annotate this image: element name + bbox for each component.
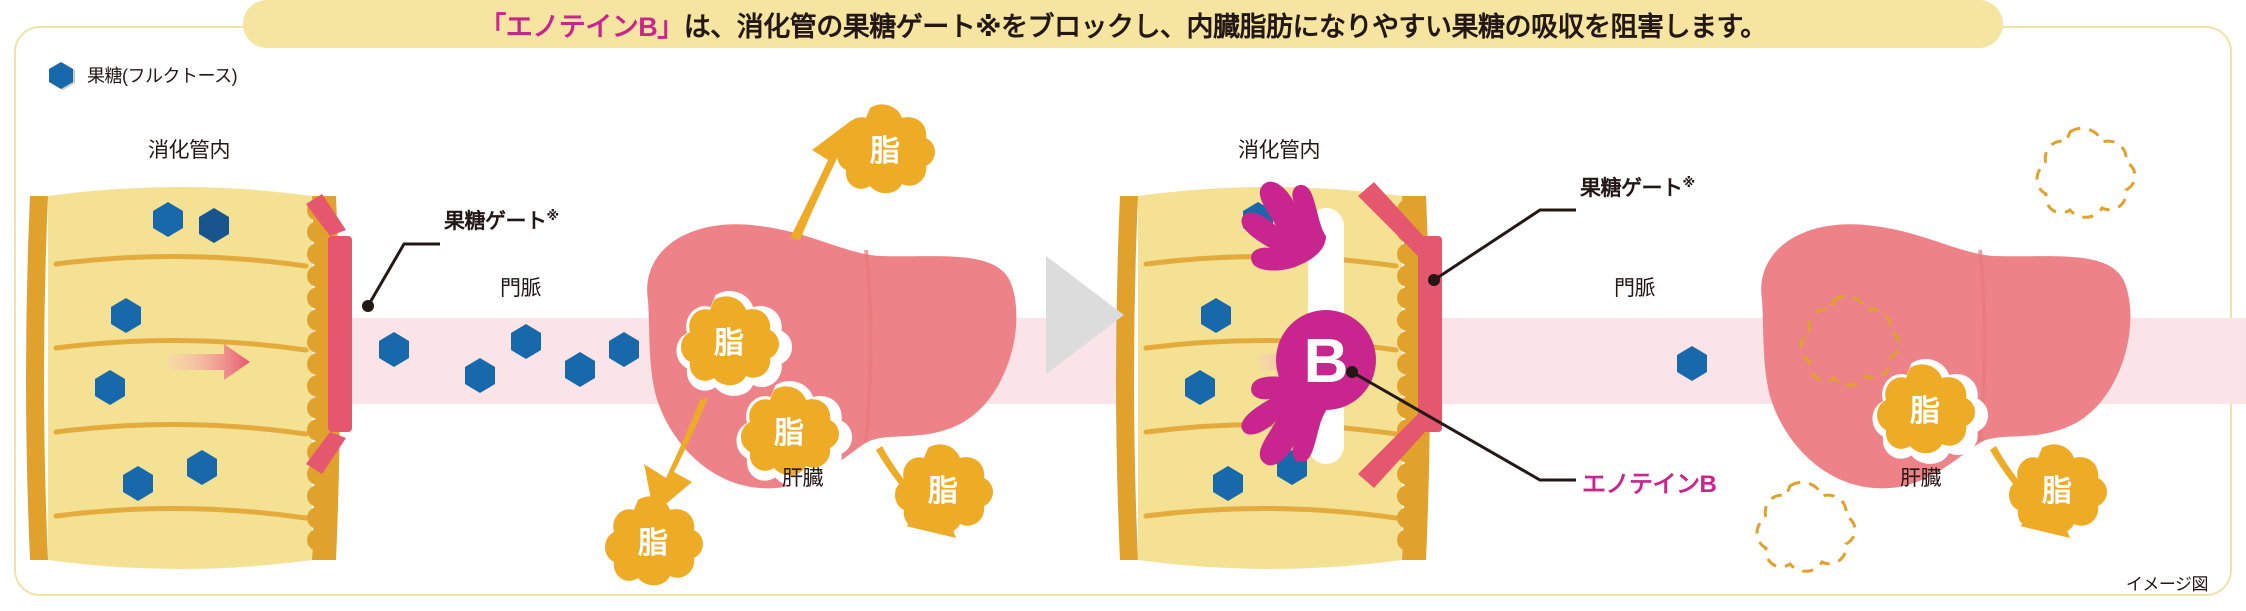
fat-blob: 脂 xyxy=(676,290,793,396)
panel-before: 脂 脂 脂 脂 脂 xyxy=(0,0,1120,611)
enotein-b-blocker: B xyxy=(1241,181,1376,466)
enotein-b-label: エノテインB xyxy=(1582,471,1717,498)
flow-arrow-left xyxy=(168,344,250,380)
fat-blob: 脂 xyxy=(1872,358,1989,464)
header-title-rest: は、消化管の果糖ゲート※をブロックし、内臓脂肪になりやすい果糖の吸収を阻害します… xyxy=(683,11,1768,42)
transition-arrow-icon xyxy=(1046,256,1124,374)
svg-text:脂: 脂 xyxy=(638,527,668,560)
fat-blob: 脂 xyxy=(736,380,853,486)
gate-pointer-right xyxy=(1428,208,1576,286)
fat-blobs-right: 脂 脂 xyxy=(1872,358,2107,534)
fat-blob: 脂 xyxy=(605,496,703,586)
portal-label-right: 門脈 xyxy=(1614,277,1656,300)
blocker-letter: B xyxy=(1304,327,1349,396)
gate-label-right: 果糖ゲート※ xyxy=(1580,175,1695,200)
header-title: 「エノテインB」は、消化管の果糖ゲート※をブロックし、内臓脂肪になりやすい果糖の… xyxy=(479,5,1767,44)
svg-text:脂: 脂 xyxy=(2042,475,2072,508)
panel-after: B xyxy=(1090,0,2246,611)
fructose-gate-left xyxy=(306,194,352,474)
gate-pointer-left xyxy=(362,242,440,312)
digestive-tract xyxy=(26,187,340,569)
svg-text:脂: 脂 xyxy=(928,475,958,508)
gate-label-left: 果糖ゲート※ xyxy=(444,208,559,233)
legend-label: 果糖(フルクトース) xyxy=(87,66,238,86)
fat-blob: 脂 xyxy=(837,104,935,194)
liver-label-right: 肝臓 xyxy=(1900,467,1942,490)
fat-blobs-left: 脂 脂 脂 脂 脂 xyxy=(605,104,993,586)
header-title-highlight: 「エノテインB」 xyxy=(479,11,684,42)
portal-label-left: 門脈 xyxy=(500,277,542,300)
enotein-pointer-right xyxy=(1346,366,1576,482)
liver-left xyxy=(647,224,1017,489)
svg-text:脂: 脂 xyxy=(714,327,744,360)
portal-hexagons xyxy=(379,324,639,393)
tract-label-left: 消化管内 xyxy=(148,139,231,162)
blocker-circle xyxy=(1276,310,1376,410)
blocker-hand-upper xyxy=(1241,181,1326,271)
legend: 果糖(フルクトース) xyxy=(46,60,238,90)
tract-hexagons xyxy=(95,202,229,501)
liver-label-left: 肝臓 xyxy=(782,467,824,490)
image-caption: イメージ図 xyxy=(2125,575,2209,594)
svg-text:脂: 脂 xyxy=(774,417,804,450)
portal-hexagons xyxy=(1677,346,1707,381)
fat-blob: 脂 xyxy=(2009,444,2107,534)
hexagon-icon xyxy=(46,60,76,90)
svg-text:脂: 脂 xyxy=(1910,395,1940,428)
left-diagram-svg: 脂 脂 脂 脂 脂 xyxy=(26,104,1120,586)
header-banner: 「エノテインB」は、消化管の果糖ゲート※をブロックし、内臓脂肪になりやすい果糖の… xyxy=(243,0,2003,48)
tract-label-right: 消化管内 xyxy=(1238,139,1321,162)
right-diagram-svg: B xyxy=(1116,126,2246,573)
fat-blob: 脂 xyxy=(895,444,993,534)
svg-text:脂: 脂 xyxy=(870,135,900,168)
dashed-fat-outlines xyxy=(1755,126,2137,573)
